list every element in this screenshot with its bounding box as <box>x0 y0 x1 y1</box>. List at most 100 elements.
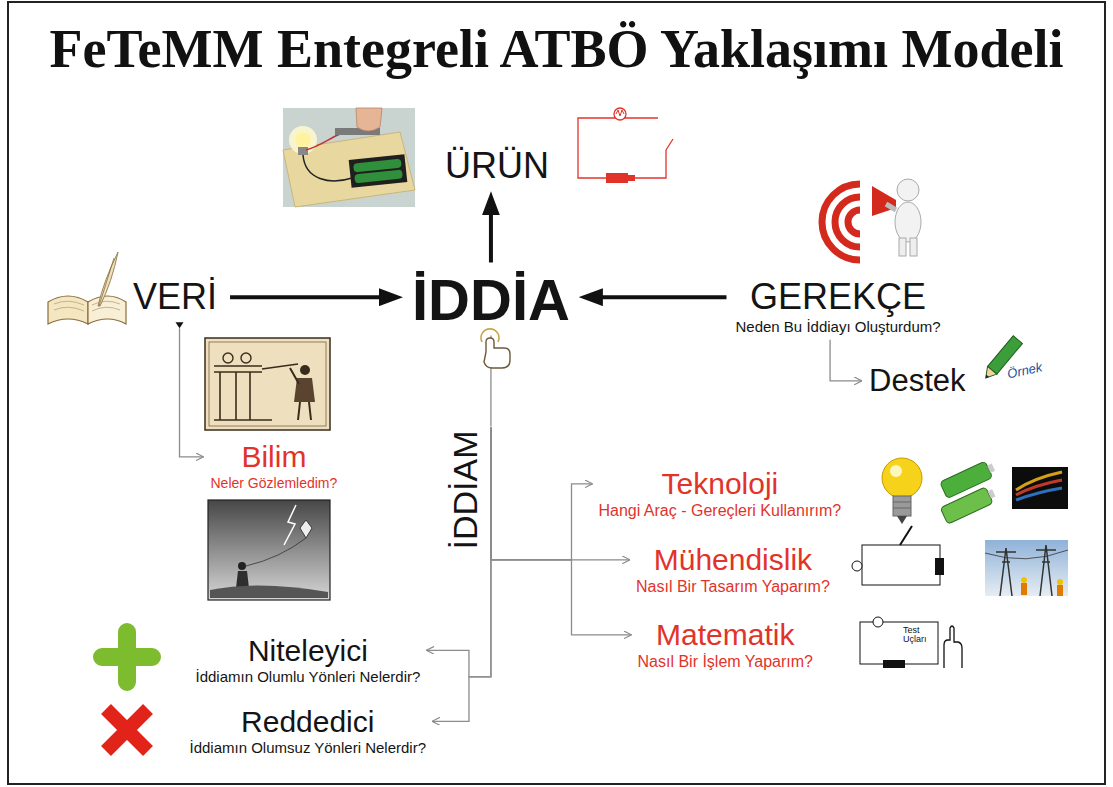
book-quill-icon <box>54 301 120 311</box>
node-question: İddiamın Olumsuz Yönleri Nelerdir? <box>190 738 427 758</box>
power-line-photo <box>1057 579 1063 585</box>
node-heading: VERİ <box>133 277 217 317</box>
light-bulb-icon <box>882 458 922 524</box>
megaphone-figure <box>822 179 921 260</box>
example-tag: Örnek <box>1006 360 1043 381</box>
backing-label: Destek <box>866 363 968 400</box>
measurement-circuit-icon <box>860 622 938 664</box>
engraving-storm <box>210 585 328 598</box>
branch-connector <box>491 428 630 560</box>
node-question: Neler Gözlemledim? <box>211 474 338 492</box>
warrant-label: GEREKÇENeden Bu İddiayı Oluşturdum? <box>733 276 944 338</box>
node-question: Nasıl Bir Tasarım Yaparım? <box>636 577 830 598</box>
measurement-circuit-icon <box>883 660 905 668</box>
product-label: ÜRÜN <box>442 145 552 187</box>
circuit-photo <box>283 132 415 207</box>
pointer-triangle <box>176 322 184 328</box>
cable-photo <box>1012 467 1068 509</box>
node-question: Hangi Araç - Gereçleri Kullanırım? <box>599 501 842 522</box>
node-question: İddiamın Olumlu Yönleri Nelerdir? <box>196 667 421 687</box>
engraving-experiment <box>300 365 310 375</box>
power-line-photo <box>1021 583 1027 595</box>
branch-connector <box>432 428 491 722</box>
megaphone-figure <box>910 238 917 256</box>
circuit-photo <box>349 154 408 188</box>
circuit-schematic-red <box>578 118 673 178</box>
battery-icon <box>940 485 997 525</box>
circuit-schematic-red <box>578 108 673 183</box>
pencil-icon <box>984 374 989 379</box>
circuit-design-icon <box>935 558 944 575</box>
megaphone-figure <box>848 210 860 234</box>
megaphone-figure <box>895 202 921 242</box>
circuit-photo <box>354 169 403 183</box>
battery-icon <box>988 489 996 498</box>
circuit-design-icon <box>900 526 912 545</box>
battery-icon <box>987 464 995 473</box>
node-question: Nasıl Bir İşlem Yaparım? <box>638 652 813 673</box>
rebuttal-label: Reddediciİddiamın Olumsuz Yönleri Nelerd… <box>187 704 430 759</box>
circuit-design-icon <box>852 526 944 585</box>
node-heading: Teknoloji <box>599 467 842 501</box>
engraving-storm <box>238 562 246 570</box>
node-heading: Destek <box>869 364 965 399</box>
cross-sign <box>106 709 148 751</box>
node-heading: ÜRÜN <box>445 146 549 186</box>
engraving-experiment <box>205 338 330 430</box>
megaphone-figure <box>872 186 896 216</box>
cable-photo <box>1012 467 1068 509</box>
engraving-experiment <box>223 353 233 363</box>
engraving-experiment <box>290 368 311 420</box>
branch-connector <box>491 428 593 560</box>
book-quill-icon <box>98 252 118 306</box>
plus-sign <box>102 632 152 682</box>
data-label: VERİ <box>130 276 220 318</box>
power-line-photo <box>1036 545 1056 596</box>
mathematics-label: MatematikNasıl Bir İşlem Yaparım? <box>635 617 816 673</box>
test-leads-label: Test Uçları <box>903 626 934 645</box>
diagram-title: FeTeMM Entegreli ATBÖ Yaklaşımı Modeli <box>50 20 1064 79</box>
measurement-circuit-icon <box>873 617 883 627</box>
circuit-schematic-red <box>606 173 628 183</box>
engraving-storm <box>208 500 330 600</box>
branch-connector <box>830 340 862 381</box>
circuit-schematic-red <box>628 175 635 181</box>
circuit-photo <box>283 108 415 207</box>
node-heading: Matematik <box>638 618 813 652</box>
claim-label: İDDİA <box>409 267 573 334</box>
flow-arrow <box>489 209 493 262</box>
claim-branch-label: İDDİAM <box>445 428 485 553</box>
megaphone-figure <box>822 184 860 260</box>
page-frame <box>8 2 1105 784</box>
circuit-schematic-red <box>614 108 626 120</box>
node-heading: Bilim <box>211 440 338 474</box>
pointing-hand-icon <box>481 329 510 368</box>
power-line-photo <box>1057 585 1063 596</box>
cable-photo <box>1016 488 1062 500</box>
power-line-photo <box>1021 577 1027 583</box>
node-question: Neden Bu İddiayı Oluşturdum? <box>736 317 941 337</box>
flow-arrow <box>230 295 385 299</box>
branch-connector <box>491 428 632 635</box>
book-quill-icon <box>99 258 114 306</box>
engraving-experiment <box>209 342 326 426</box>
engraving-experiment <box>205 338 330 430</box>
plus-sign <box>102 632 152 682</box>
book-quill-icon <box>48 252 126 324</box>
engraving-storm <box>208 500 330 600</box>
circuit-design-icon <box>862 545 940 585</box>
circuit-photo <box>295 132 311 148</box>
megaphone-figure <box>899 238 906 256</box>
light-bulb-icon <box>897 516 907 524</box>
branch-connector <box>180 328 204 456</box>
circuit-photo <box>349 154 408 188</box>
power-line-photo <box>985 540 1068 596</box>
light-bulb-icon <box>893 496 911 516</box>
flow-arrow <box>597 295 727 299</box>
engraving-storm <box>246 538 306 566</box>
node-heading: Reddedici <box>190 705 427 739</box>
measurement-circuit-icon <box>860 617 962 668</box>
light-bulb-icon <box>890 465 902 477</box>
light-bulb-icon <box>893 502 911 508</box>
engraving-experiment <box>241 353 251 363</box>
